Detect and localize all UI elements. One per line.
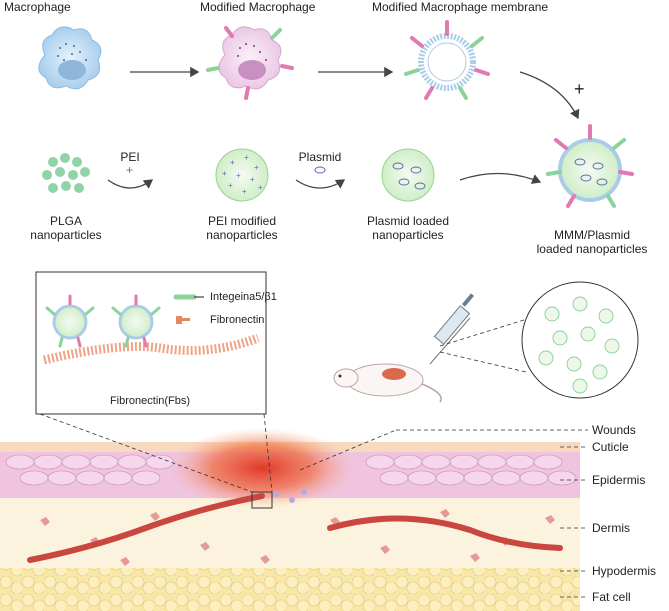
macrophage-label: Macrophage: [4, 0, 71, 14]
inset-box: [35, 271, 267, 415]
arrow-5: [295, 179, 346, 189]
arrow-4: [107, 179, 154, 189]
pei-modified-label-line2: nanoparticles: [206, 228, 278, 242]
mmm-plasmid-nanoparticle-icon: [546, 124, 634, 208]
hypodermis-label: Hypodermis: [592, 564, 657, 578]
plasmid-loaded-label-line1: Plasmid loaded: [366, 214, 450, 228]
membrane-bilayer: [42, 333, 260, 365]
epidermis-cells: [5, 454, 577, 486]
pei-plus-icon: +: [126, 163, 133, 177]
inset-nanoparticle-1: [45, 294, 95, 348]
zoom-line-2: [439, 351, 527, 373]
fat-cell-label: Fat cell: [592, 590, 631, 604]
inset-zoom-line-1: [39, 413, 253, 493]
svg-text:+: +: [236, 171, 241, 180]
svg-text:+: +: [258, 183, 263, 192]
plasmid-icon: [314, 166, 326, 174]
integrin-legend-label: Integeina5/β1: [210, 291, 277, 303]
svg-text:+: +: [222, 169, 227, 178]
arrow-6: [459, 172, 542, 184]
plasmid-loaded-nanoparticle-icon: [381, 148, 435, 202]
arrow-3: [519, 71, 580, 120]
epidermis-label: Epidermis: [592, 473, 646, 487]
fibronectin-legend-label: Fibronectin: [210, 314, 265, 326]
plga-label-line1: PLGA: [49, 214, 83, 228]
plga-label-line2: nanoparticles: [30, 228, 102, 242]
zoom-line-1: [439, 319, 525, 347]
svg-text:+: +: [242, 187, 247, 196]
plasmid-loaded-label-line2: nanoparticles: [372, 228, 444, 242]
blood-vessel-2: [327, 515, 563, 551]
svg-text:+: +: [250, 175, 255, 184]
blood-vessel-1: [27, 493, 265, 563]
plasmid-label: Plasmid: [298, 150, 342, 164]
svg-text:+: +: [254, 163, 259, 172]
fibronectin-legend-icon: [176, 316, 190, 324]
mouse-icon: [333, 363, 442, 403]
wound-area: [170, 428, 354, 508]
hypodermis-layer: [0, 568, 580, 611]
cuticle-label: Cuticle: [592, 440, 629, 454]
macrophage-membrane-vesicle: [404, 20, 490, 100]
modified-macrophage-label: Modified Macrophage: [200, 0, 316, 14]
skin-leader-lines: [299, 429, 588, 598]
svg-text:+: +: [228, 181, 233, 190]
macrophage-icon: [38, 26, 102, 90]
vessel-nanoparticles: [273, 489, 307, 503]
plga-nanoparticles-icon: [42, 153, 90, 193]
zoom-nanoparticles: [538, 296, 620, 394]
svg-text:+: +: [244, 153, 249, 162]
pei-modified-label-line1: PEI modified: [207, 214, 277, 228]
syringe-icon: [429, 293, 475, 365]
wounds-label: Wounds: [592, 423, 636, 437]
svg-text:+: +: [230, 158, 235, 167]
inset-caption: Fibronectin(Fbs): [109, 395, 191, 407]
dermis-label: Dermis: [592, 521, 630, 535]
inset-zoom-line-2: [263, 413, 273, 493]
plus-sign: +: [574, 79, 585, 99]
modified-membrane-label: Modified Macrophage membrane: [372, 0, 549, 14]
zoom-source-box: [251, 491, 273, 509]
inset-nanoparticle-2: [111, 294, 161, 348]
mmm-label-line2: loaded nanoparticles: [536, 242, 648, 256]
pei-modified-nanoparticle-icon: +++ +++ +++: [215, 148, 269, 202]
modified-macrophage-icon: [206, 26, 294, 100]
mmm-label-line1: MMM/Plasmid: [553, 228, 631, 242]
pei-label: PEI: [120, 150, 140, 164]
dermis-layer: [0, 498, 580, 568]
